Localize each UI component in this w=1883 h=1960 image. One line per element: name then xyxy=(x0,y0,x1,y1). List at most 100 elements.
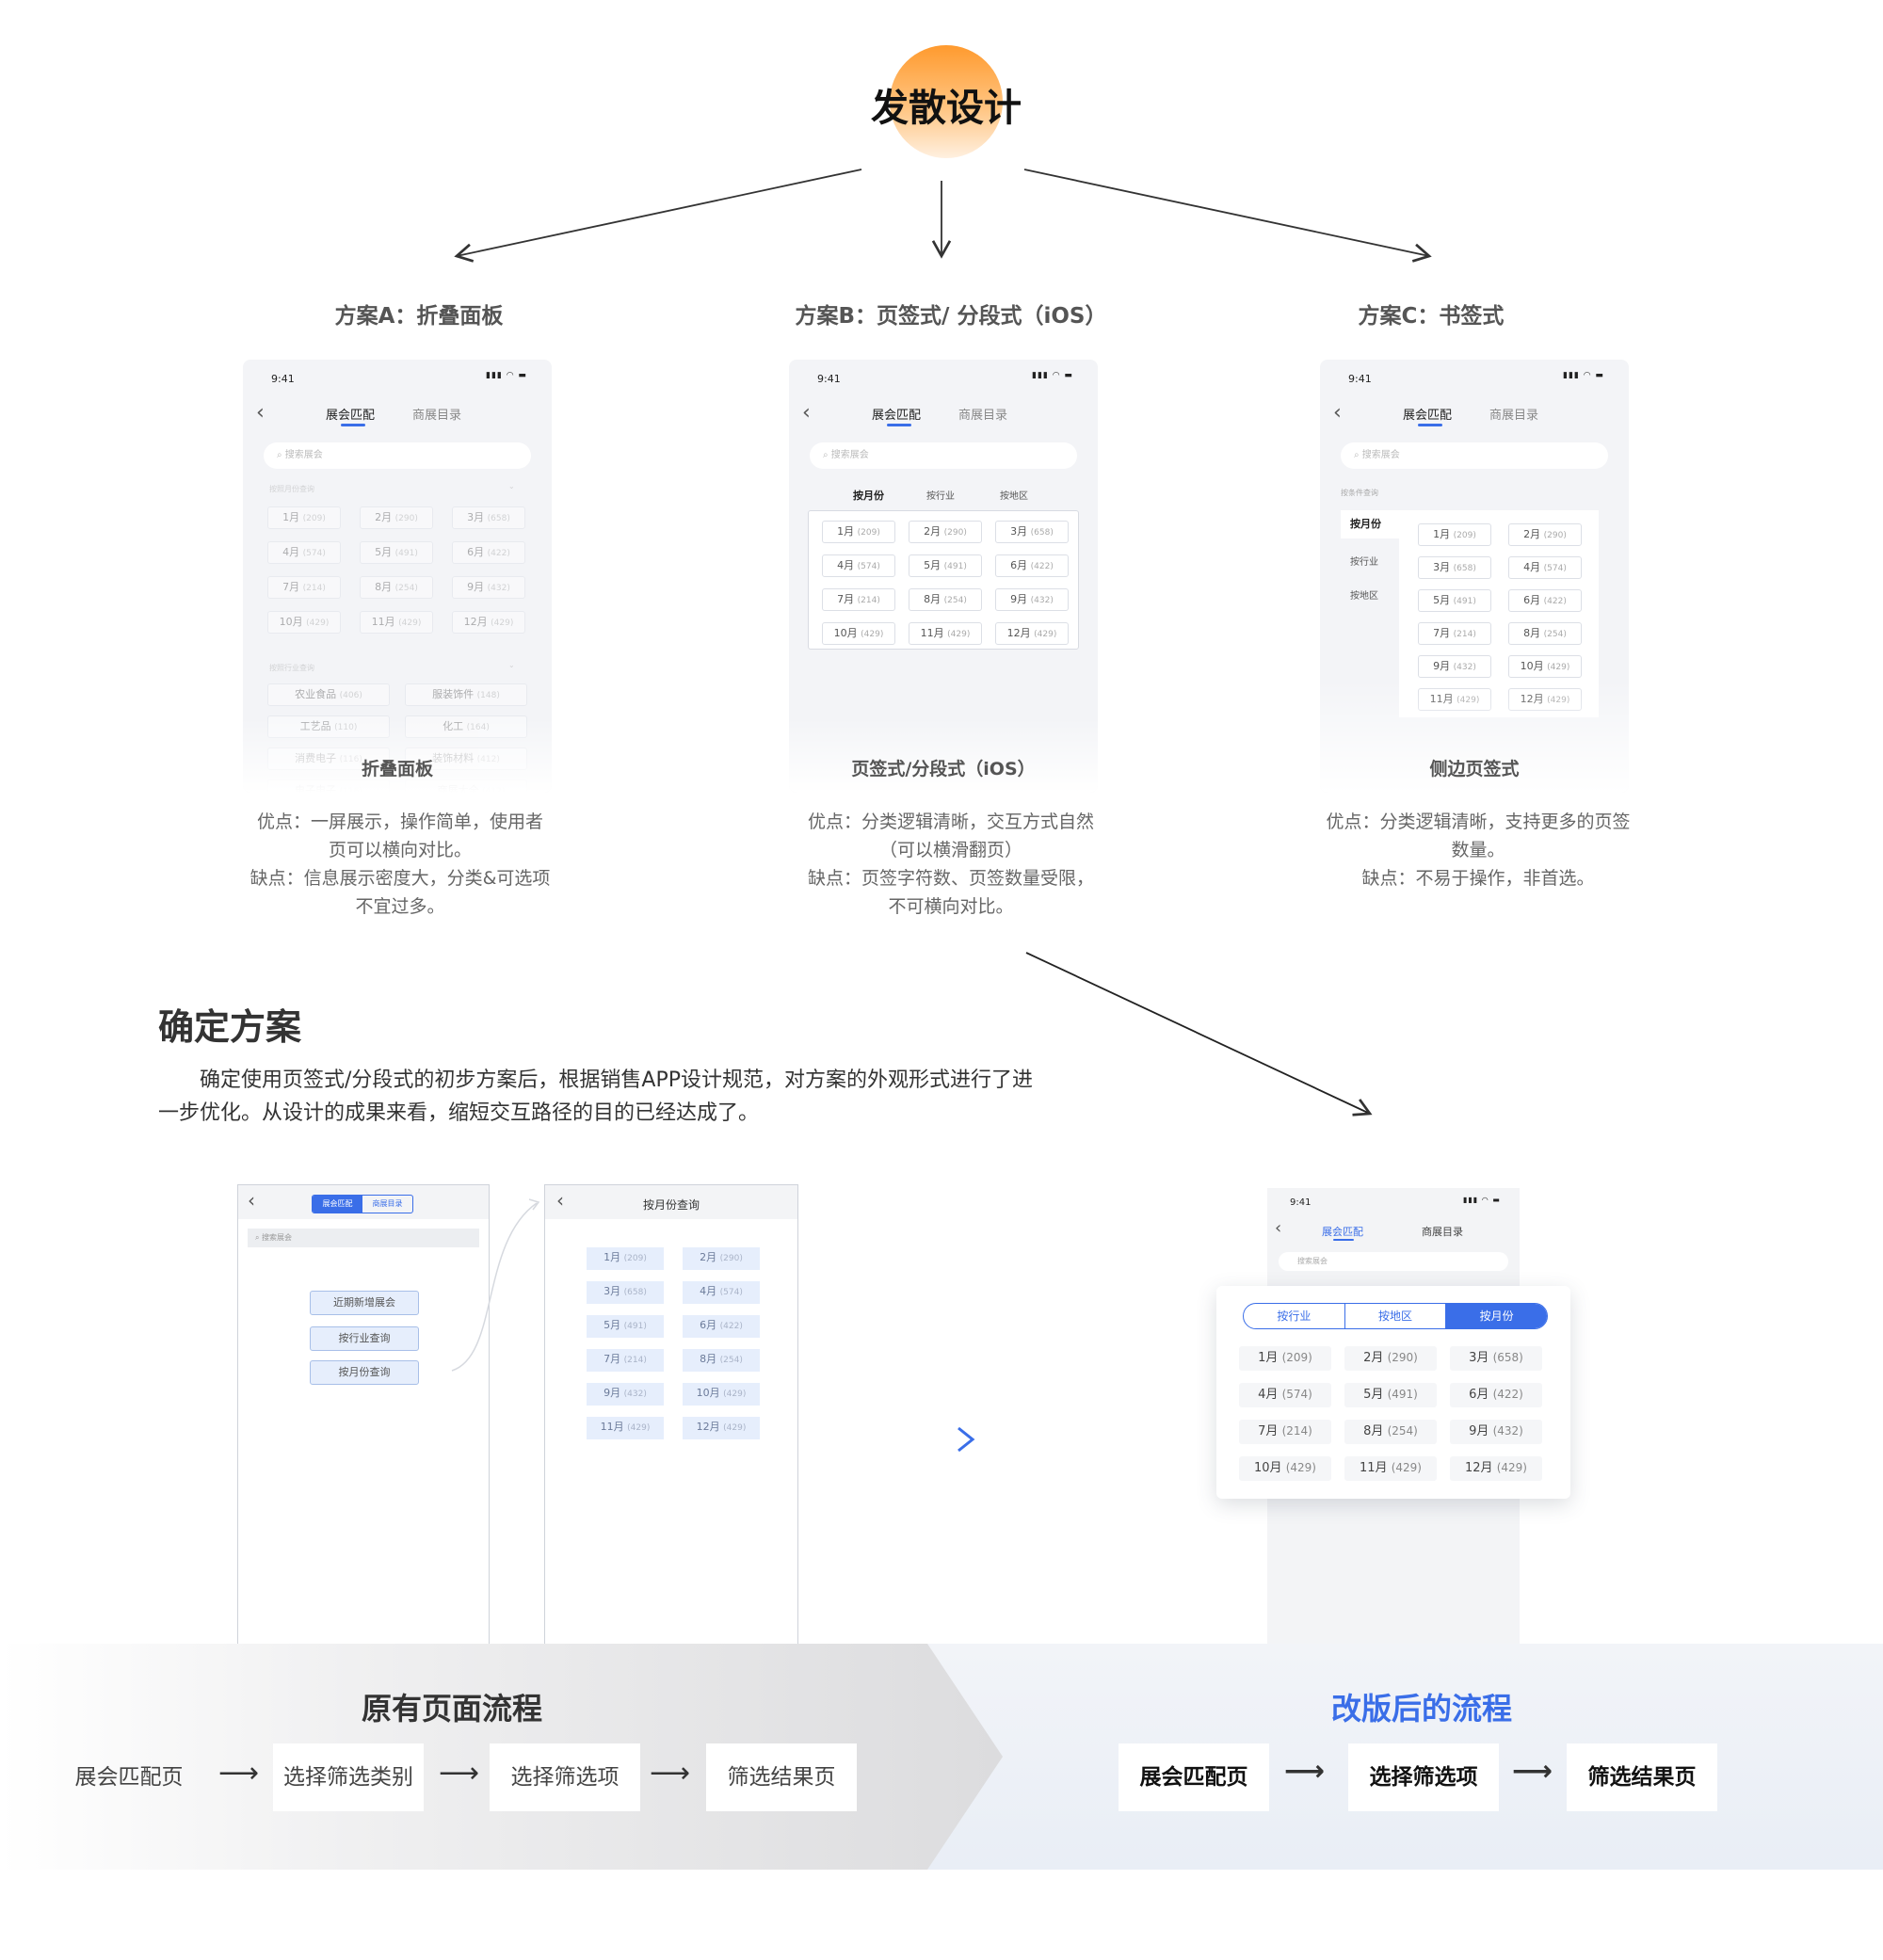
option-chip[interactable]: 2月 (290) xyxy=(683,1247,760,1270)
back-icon[interactable]: ‹ xyxy=(1333,401,1342,425)
option-chip[interactable]: 4月 (574) xyxy=(683,1281,760,1304)
side-section-label: 按条件查询 xyxy=(1341,489,1378,497)
tab-catalog[interactable]: 商展目录 xyxy=(958,409,1008,423)
option-chip[interactable]: 5月 (491) xyxy=(360,541,433,564)
back-icon[interactable]: ‹ xyxy=(248,1189,255,1212)
back-icon[interactable]: ‹ xyxy=(256,401,265,425)
side-tab-industry[interactable]: 按行业 xyxy=(1350,557,1378,568)
tab-catalog[interactable]: 商展目录 xyxy=(1422,1226,1463,1238)
segment-month[interactable]: 按月份 xyxy=(853,490,884,502)
search-input[interactable]: ⌕ 搜索展会 xyxy=(810,442,1077,469)
seg-month[interactable]: 按月份 xyxy=(1446,1304,1547,1328)
tab-catalog[interactable]: 商展目录 xyxy=(1489,409,1539,423)
option-chip[interactable]: 9月 (432) xyxy=(1450,1420,1542,1444)
back-icon[interactable]: ‹ xyxy=(556,1189,564,1212)
option-chip[interactable]: 5月 (491) xyxy=(909,554,982,577)
chevron-down-icon[interactable]: ⌄ xyxy=(508,482,515,490)
side-tab-month[interactable]: 按月份 xyxy=(1341,510,1399,538)
option-chip[interactable]: 8月 (254) xyxy=(1344,1420,1437,1444)
option-chip[interactable]: 3月 (658) xyxy=(452,506,525,529)
segment-region[interactable]: 按地区 xyxy=(1000,491,1028,502)
option-chip[interactable]: 10月 (429) xyxy=(267,611,341,634)
new-flow-title: 改版后的流程 xyxy=(1330,1691,1512,1727)
option-month[interactable]: 按月份查询 xyxy=(310,1360,419,1385)
option-chip[interactable]: 2月 (290) xyxy=(909,521,982,543)
option-chip[interactable]: 8月 (254) xyxy=(683,1349,760,1372)
seg-region[interactable]: 按地区 xyxy=(1345,1304,1447,1328)
option-chip[interactable]: 6月 (422) xyxy=(683,1315,760,1338)
option-chip[interactable]: 7月 (214) xyxy=(267,576,341,599)
option-chip[interactable]: 4月 (574) xyxy=(1508,556,1582,579)
option-chip[interactable]: 8月 (254) xyxy=(360,576,433,599)
phone-caption-a: 折叠面板 xyxy=(361,759,433,779)
old-tab-catalog[interactable]: 商展目录 xyxy=(372,1199,403,1208)
search-input[interactable]: ⌕ 搜索展会 xyxy=(1341,442,1608,469)
option-chip[interactable]: 6月 (422) xyxy=(1508,589,1582,612)
option-chip[interactable]: 11月 (429) xyxy=(1344,1456,1437,1481)
tab-match[interactable]: 展会匹配 xyxy=(326,409,376,423)
option-chip[interactable]: 3月 (658) xyxy=(1418,556,1491,579)
option-chip[interactable]: 9月 (432) xyxy=(1418,655,1491,678)
tab-indicator xyxy=(1333,1239,1354,1241)
option-chip[interactable]: 2月 (290) xyxy=(1508,523,1582,546)
option-industry[interactable]: 按行业查询 xyxy=(310,1326,419,1351)
tab-match[interactable]: 展会匹配 xyxy=(872,409,922,423)
search-icon: ⌕ xyxy=(277,450,285,460)
option-chip[interactable]: 1月 (209) xyxy=(1239,1346,1331,1371)
seg-industry[interactable]: 按行业 xyxy=(1244,1304,1345,1328)
option-chip[interactable]: 12月 (429) xyxy=(1450,1456,1542,1481)
option-chip[interactable]: 4月 (574) xyxy=(822,554,895,577)
option-chip[interactable]: 1月 (209) xyxy=(1418,523,1491,546)
option-chip[interactable]: 7月 (214) xyxy=(822,588,895,611)
option-chip[interactable]: 6月 (422) xyxy=(1450,1383,1542,1407)
option-chip[interactable]: 4月 (574) xyxy=(1239,1383,1331,1407)
option-chip[interactable]: 7月 (214) xyxy=(1239,1420,1331,1444)
back-icon[interactable]: ‹ xyxy=(1275,1218,1282,1238)
option-chip[interactable]: 10月 (429) xyxy=(822,622,895,645)
option-chip[interactable]: 2月 (290) xyxy=(360,506,433,529)
search-input[interactable]: 搜索展会 xyxy=(1279,1252,1508,1271)
option-chip[interactable]: 7月 (214) xyxy=(1418,622,1491,645)
option-chip[interactable]: 12月 (429) xyxy=(995,622,1069,645)
option-chip[interactable]: 9月 (432) xyxy=(452,576,525,599)
option-chip[interactable]: 4月 (574) xyxy=(267,541,341,564)
option-chip[interactable]: 5月 (491) xyxy=(1344,1383,1437,1407)
option-recent[interactable]: 近期新增展会 xyxy=(310,1291,419,1315)
option-chip[interactable]: 服装饰件 (148) xyxy=(405,683,527,706)
option-chip[interactable]: 12月 (429) xyxy=(683,1417,760,1439)
option-chip[interactable]: 9月 (432) xyxy=(995,588,1069,611)
option-chip[interactable]: 农业食品 (406) xyxy=(267,683,390,706)
option-chip[interactable]: 8月 (254) xyxy=(909,588,982,611)
tab-match[interactable]: 展会匹配 xyxy=(1403,409,1453,423)
option-chip[interactable]: 10月 (429) xyxy=(1239,1456,1331,1481)
option-chip[interactable]: 5月 (491) xyxy=(587,1315,664,1338)
option-chip[interactable]: 3月 (658) xyxy=(995,521,1069,543)
option-chip[interactable]: 9月 (432) xyxy=(587,1383,664,1406)
option-chip[interactable]: 10月 (429) xyxy=(683,1383,760,1406)
option-chip[interactable]: 5月 (491) xyxy=(1418,589,1491,612)
segment-industry[interactable]: 按行业 xyxy=(926,491,955,502)
side-tab-region[interactable]: 按地区 xyxy=(1350,591,1378,602)
option-chip[interactable]: 6月 (422) xyxy=(995,554,1069,577)
back-icon[interactable]: ‹ xyxy=(802,401,811,425)
option-chip[interactable]: 11月 (429) xyxy=(909,622,982,645)
option-chip[interactable]: 10月 (429) xyxy=(1508,655,1582,678)
option-chip[interactable]: 1月 (209) xyxy=(822,521,895,543)
old-tab-match[interactable]: 展会匹配 xyxy=(313,1196,362,1213)
option-chip[interactable]: 7月 (214) xyxy=(587,1349,664,1372)
search-input[interactable]: ⌕ 搜索展会 xyxy=(248,1229,479,1247)
tab-match[interactable]: 展会匹配 xyxy=(1322,1226,1363,1238)
option-chip[interactable]: 11月 (429) xyxy=(587,1417,664,1439)
option-chip[interactable]: 6月 (422) xyxy=(452,541,525,564)
option-chip[interactable]: 3月 (658) xyxy=(1450,1346,1542,1371)
option-chip[interactable]: 8月 (254) xyxy=(1508,622,1582,645)
option-chip[interactable]: 11月 (429) xyxy=(360,611,433,634)
option-chip[interactable]: 12月 (429) xyxy=(452,611,525,634)
search-input[interactable]: ⌕ 搜索展会 xyxy=(264,442,531,469)
option-chip[interactable]: 1月 (209) xyxy=(587,1247,664,1270)
option-chip[interactable]: 2月 (290) xyxy=(1344,1346,1437,1371)
chevron-down-icon[interactable]: ⌄ xyxy=(508,661,515,669)
option-chip[interactable]: 1月 (209) xyxy=(267,506,341,529)
tab-catalog[interactable]: 商展目录 xyxy=(412,409,462,423)
option-chip[interactable]: 3月 (658) xyxy=(587,1281,664,1304)
